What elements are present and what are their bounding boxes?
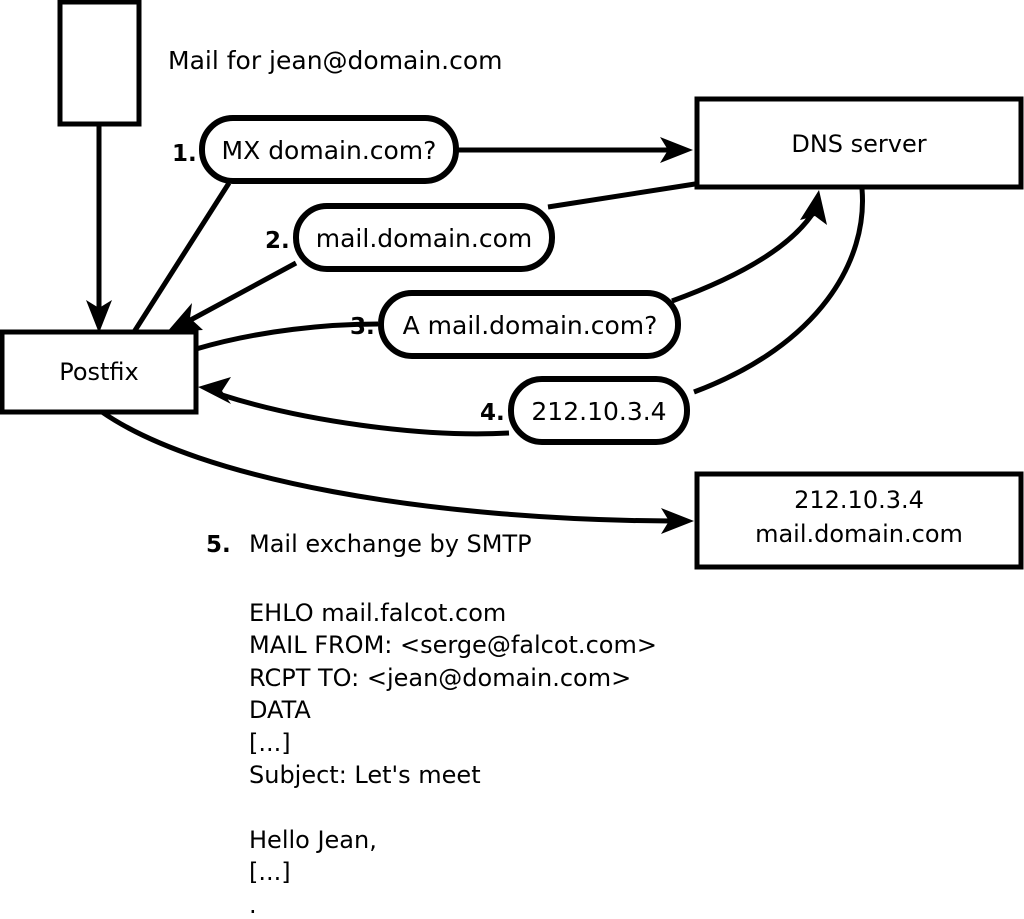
dns-box-label: DNS server <box>791 130 926 158</box>
smtp-line: Hello Jean, <box>249 826 377 854</box>
edge-postfix-to-step1 <box>131 181 232 334</box>
callout-step-1: MX domain.com? <box>199 115 459 184</box>
edge-step3-to-dns <box>671 190 827 304</box>
edge-dns-to-step4 <box>693 188 865 395</box>
step-number-5: 5. <box>206 532 231 558</box>
callout-step-3-shape <box>378 290 681 359</box>
step-number-1: 1. <box>172 141 197 167</box>
step-number-3: 3. <box>350 314 375 340</box>
edge-step2-to-postfix <box>167 260 298 332</box>
callout-step-3-label: A mail.domain.com? <box>403 311 658 340</box>
smtp-transcript: EHLO mail.falcot.com MAIL FROM: <serge@f… <box>249 599 657 919</box>
smtp-line: . <box>249 891 257 919</box>
edge-postfix-to-step3 <box>195 321 379 352</box>
step-number-4: 4. <box>480 400 505 426</box>
smtp-line: EHLO mail.falcot.com <box>249 599 506 627</box>
callout-step-3: A mail.domain.com? <box>378 290 681 359</box>
diagram-title: Mail for jean@domain.com <box>168 46 503 75</box>
sender-box <box>57 0 142 127</box>
mailserver-box-ip: 212.10.3.4 <box>794 486 924 514</box>
postfix-box <box>0 329 199 415</box>
smtp-line: Subject: Let's meet <box>249 761 481 789</box>
dns-box <box>694 96 1024 190</box>
edge-step1-to-dns <box>458 137 693 163</box>
callout-step-4: 212.10.3.4 <box>508 376 690 445</box>
smtp-line: [...] <box>249 729 291 757</box>
callout-step-4-label: 212.10.3.4 <box>531 397 666 426</box>
edge-step4-to-postfix <box>198 377 510 437</box>
edge-dns-to-step2 <box>547 181 696 210</box>
mailserver-box-hostname: mail.domain.com <box>755 520 963 548</box>
step-5-caption: Mail exchange by SMTP <box>249 530 532 558</box>
callout-step-2-label: mail.domain.com <box>316 224 532 253</box>
callout-step-1-label: MX domain.com? <box>222 136 437 165</box>
smtp-line: [...] <box>249 858 291 886</box>
callout-step-4-shape <box>508 376 690 445</box>
smtp-line: MAIL FROM: <serge@falcot.com> <box>249 631 657 659</box>
callout-step-2-shape <box>293 203 555 272</box>
edge-sender-to-postfix <box>86 124 112 333</box>
step-number-2: 2. <box>265 228 290 254</box>
callout-step-1-shape <box>199 115 459 184</box>
edge-postfix-to-mailserver <box>100 409 694 534</box>
smtp-line: DATA <box>249 696 311 724</box>
smtp-line: RCPT TO: <jean@domain.com> <box>249 664 631 692</box>
mailserver-box <box>694 471 1024 570</box>
callout-step-2: mail.domain.com <box>293 203 555 272</box>
postfix-box-label: Postfix <box>59 358 139 386</box>
